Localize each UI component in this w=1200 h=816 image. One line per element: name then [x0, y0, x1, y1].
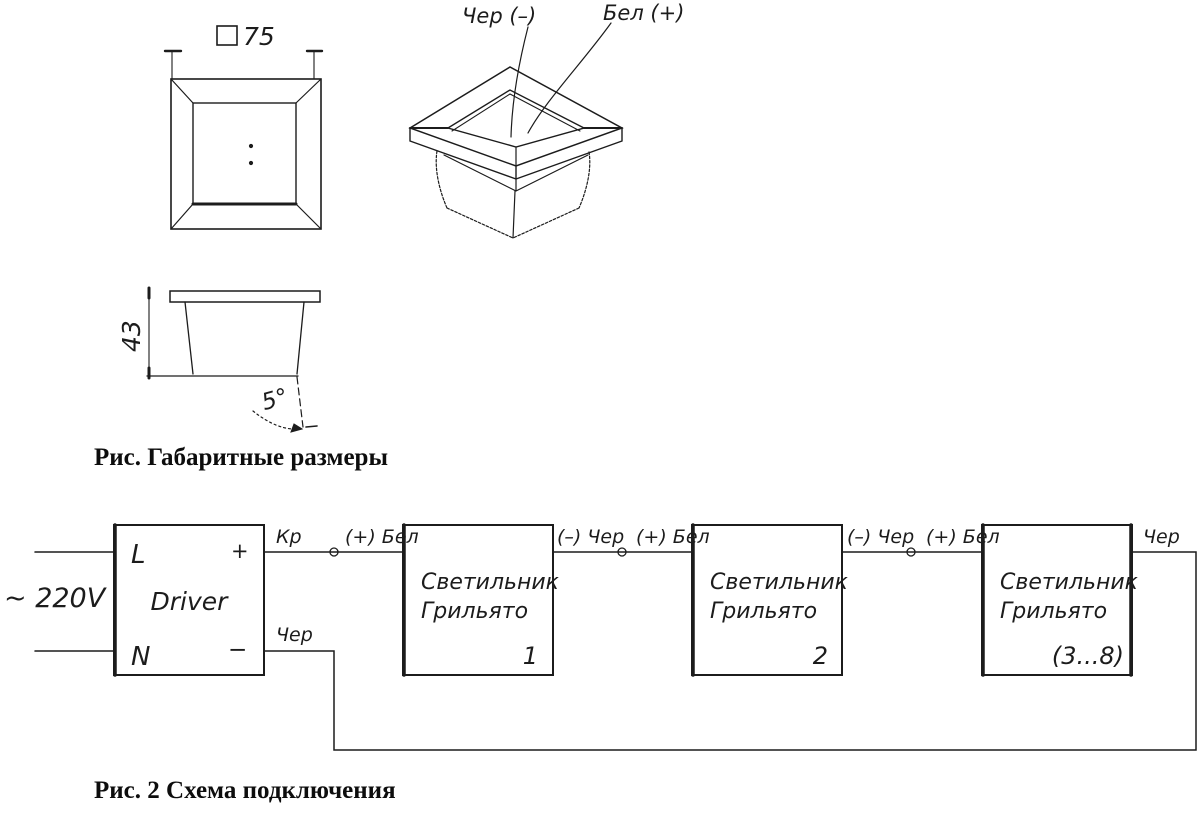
wire-label-cher-out: Чер	[276, 624, 313, 646]
angle-dimension-value: 5°	[259, 384, 291, 416]
figure2-schematic: ~ 220V L + Driver N − Кр (+) Бел Светиль…	[4, 523, 1197, 751]
side-view: 43 5°	[117, 286, 321, 433]
figure1-caption: Рис. Габаритные размеры	[94, 444, 388, 471]
iso-rim-inner	[446, 89, 586, 148]
height-dimension-value: 43	[117, 320, 146, 352]
wire-label-minus-cher: (–) Чер	[847, 526, 914, 548]
angle-dotted-arc	[252, 410, 301, 430]
wire-connector	[617, 547, 627, 557]
luminaire-box-2: Светильник Грильято 2	[691, 523, 849, 677]
wire-label-kr: Кр	[276, 526, 302, 548]
driver-terminal-live: L	[131, 540, 146, 570]
luminaire-name-line2: Грильято	[1000, 599, 1107, 624]
iso-body-front-edge	[512, 190, 516, 239]
figure2-caption: Рис. 2 Схема подключения	[94, 777, 396, 804]
wire-label-minus-cher: (–) Чер	[557, 526, 624, 548]
luminaire-box-3: Светильник Грильято (3...8)	[981, 523, 1139, 677]
angle-arrowhead	[290, 423, 304, 433]
width-dimension: 75	[163, 22, 324, 80]
top-view-inner-frame	[192, 102, 297, 205]
top-view-bevel-lines	[170, 78, 322, 230]
black-wire-label: Чер (–)	[462, 4, 536, 28]
width-dimension-value: 75	[243, 22, 275, 51]
luminaire-number: 2	[813, 642, 828, 670]
driver-terminal-minus: −	[228, 637, 247, 663]
square-symbol-icon	[216, 25, 238, 46]
return-wire	[263, 551, 1197, 751]
iso-body-silhouette	[435, 150, 591, 239]
luminaire-name-line1: Светильник	[1000, 570, 1139, 595]
wire-label-plus-bel: (+) Бел	[926, 526, 1000, 548]
iso-rim-chamfer	[451, 93, 581, 132]
top-view: 75	[163, 22, 324, 230]
luminaire-box-1: Светильник Грильято 1	[402, 523, 560, 677]
white-wire-leader-line	[527, 22, 612, 134]
supply-wires	[34, 551, 115, 652]
wire-label-plus-bel: (+) Бел	[345, 526, 419, 548]
height-dimension: 43	[117, 286, 151, 380]
iso-lip	[443, 154, 589, 192]
angle-end-dash	[305, 425, 318, 428]
wire-label-plus-bel: (+) Бел	[636, 526, 710, 548]
figure1-drawing: 75 Чер (–) Бел (+)	[117, 1, 684, 433]
luminaire-name-line2: Грильято	[421, 599, 528, 624]
dimension-extension-lines	[171, 50, 315, 80]
wire-connector	[906, 547, 916, 557]
top-view-hole-dot	[248, 160, 254, 166]
driver-terminal-neutral: N	[131, 642, 150, 672]
angle-dashed-extension	[296, 376, 304, 428]
white-wire-label: Бел (+)	[603, 1, 684, 25]
wire-connector	[329, 547, 339, 557]
luminaire-name-line1: Светильник	[710, 570, 849, 595]
isometric-view: Чер (–) Бел (+)	[408, 1, 684, 239]
wire-label-cher-end: Чер	[1143, 526, 1180, 548]
side-view-body-edges	[184, 301, 305, 375]
angle-dimension: 5°	[252, 376, 318, 433]
luminaire-number: (3...8)	[1052, 642, 1124, 670]
top-view-outer-frame	[170, 78, 322, 230]
luminaire-name-line1: Светильник	[421, 570, 560, 595]
luminaire-name-line2: Грильято	[710, 599, 817, 624]
top-view-hole-dot	[248, 143, 254, 149]
side-view-flange	[169, 290, 321, 303]
luminaire-number: 1	[523, 642, 538, 670]
black-wire-leader-line	[510, 26, 529, 138]
driver-box: L + Driver N −	[113, 523, 265, 677]
driver-terminal-plus: +	[231, 539, 249, 563]
driver-title: Driver	[151, 587, 230, 616]
iso-rim-sides	[409, 127, 623, 180]
supply-voltage-label: ~ 220V	[4, 583, 108, 614]
